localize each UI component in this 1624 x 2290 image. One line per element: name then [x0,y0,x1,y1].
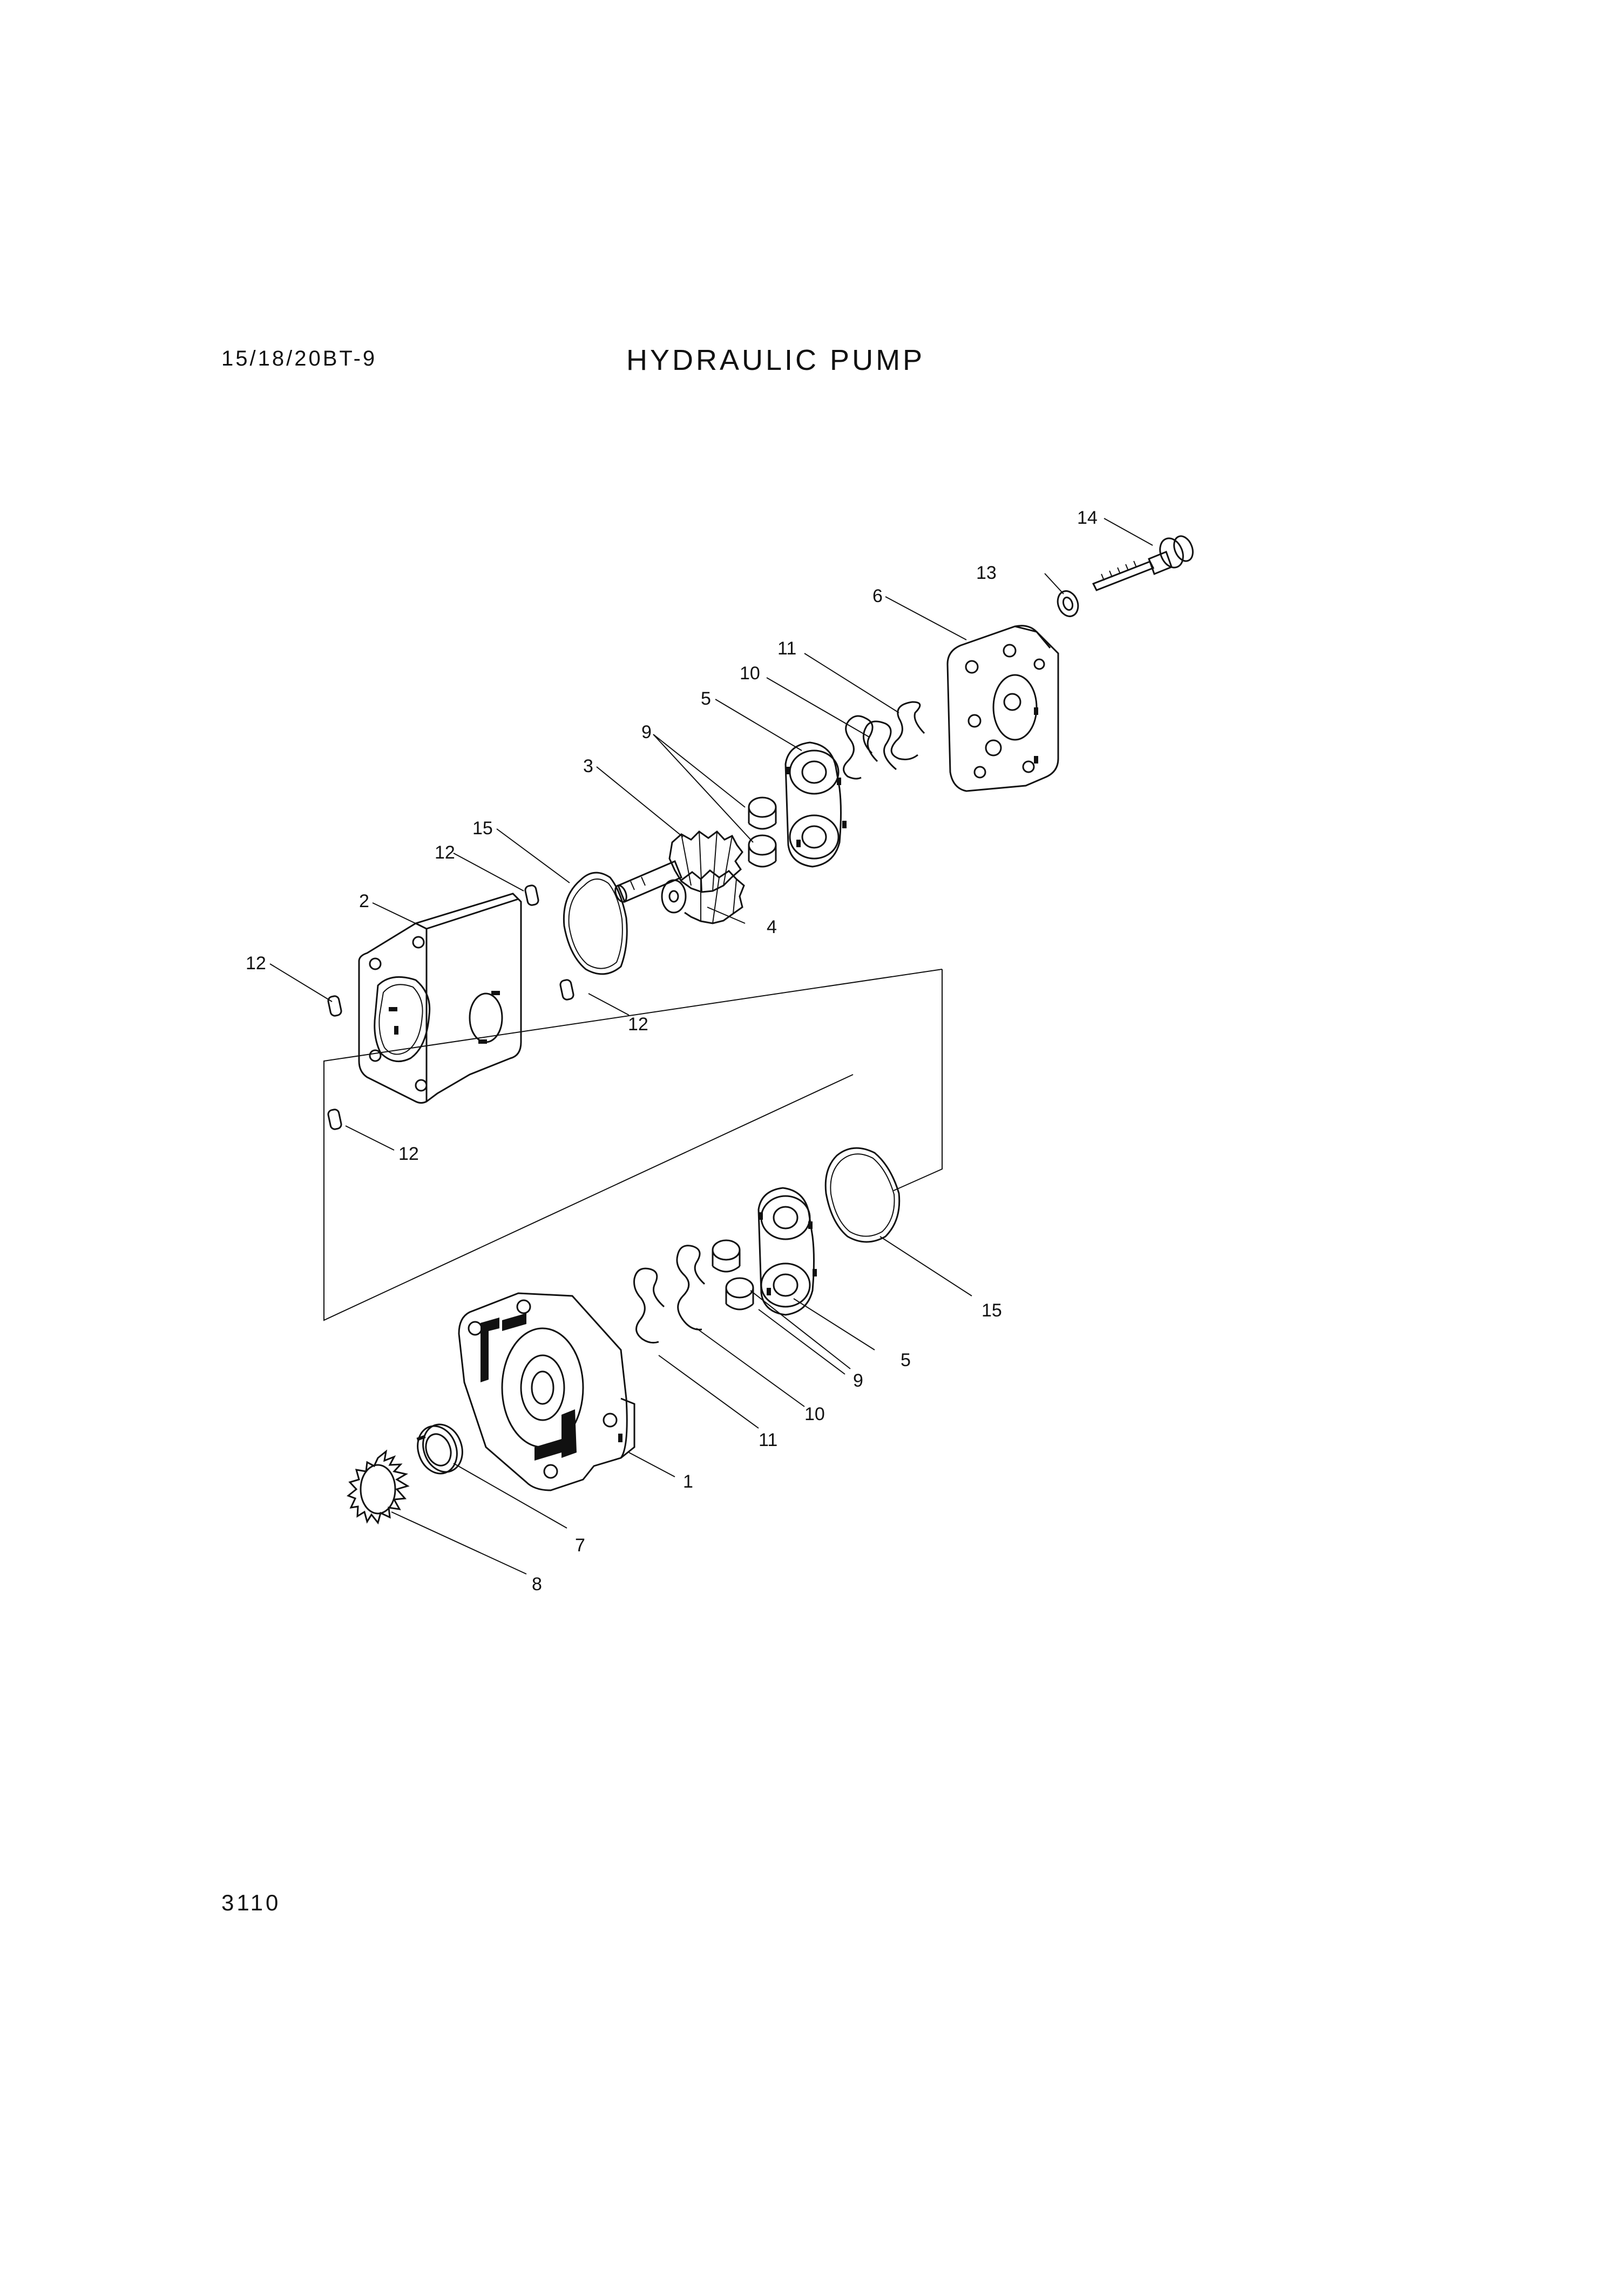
part-driven-gear [661,869,745,924]
callout-7: 7 [575,1535,585,1556]
callout-15: 15 [472,818,493,839]
page-number: 3110 [221,1890,281,1915]
callout-8: 8 [532,1574,542,1595]
part-bushings-lower [712,1239,754,1310]
callout-12: 12 [628,1014,648,1035]
model-code: 15/18/20BT-9 [221,347,377,370]
callout-5: 5 [701,688,711,709]
part-rear-cover [946,625,1059,792]
part-clips-lower [633,1245,706,1344]
callout-3: 3 [583,756,593,776]
part-gear-housing [358,893,522,1104]
callout-9: 9 [853,1370,863,1391]
part-oil-seal [416,1423,463,1475]
part-bolt [1092,535,1194,591]
page-title: HYDRAULIC PUMP [626,344,925,376]
callout-9: 9 [641,722,652,742]
part-seal-ring-upper [563,872,628,975]
callout-15: 15 [982,1300,1002,1321]
callout-2: 2 [359,891,369,911]
callout-labels: 14 13 6 11 10 5 9 3 15 12 2 4 12 12 12 1… [246,508,1098,1595]
callout-5: 5 [901,1350,911,1370]
part-drive-gear [614,830,743,903]
part-seal-ring-lower [824,1147,901,1243]
part-dowel-pins [327,884,574,1130]
callout-13: 13 [976,563,997,583]
callout-10: 10 [804,1404,825,1424]
part-bushings-upper [748,796,777,868]
callout-12: 12 [246,953,266,974]
callout-11: 11 [759,1430,777,1450]
leader-lines [269,518,1153,1575]
callout-12: 12 [435,842,455,863]
part-clips-upper [843,701,925,780]
callout-6: 6 [872,586,883,606]
part-bearing-block-lower [757,1187,817,1316]
part-snap-ring [347,1449,410,1525]
assembly-frame [323,969,943,1321]
part-front-cover [458,1292,635,1491]
callout-11: 11 [777,638,796,659]
part-washer [1057,590,1079,617]
callout-12: 12 [398,1144,419,1164]
callout-4: 4 [767,917,777,937]
callout-10: 10 [740,663,760,684]
part-bearing-block-upper [784,741,847,868]
callout-1: 1 [683,1471,693,1492]
callout-14: 14 [1077,508,1098,528]
